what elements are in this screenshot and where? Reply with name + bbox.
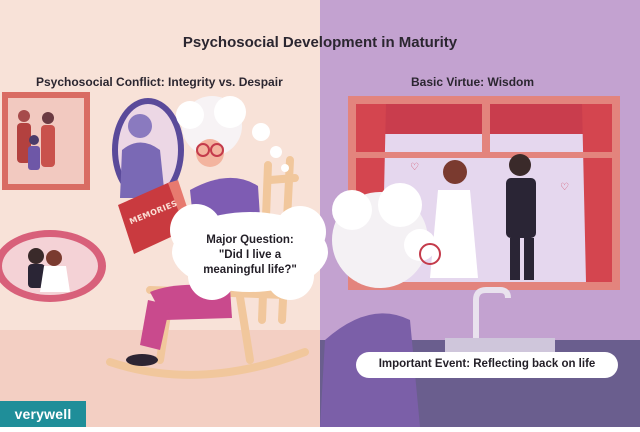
family-portrait bbox=[2, 92, 90, 190]
svg-text:♡: ♡ bbox=[410, 162, 419, 173]
event-label-background bbox=[356, 352, 618, 378]
sink-faucet bbox=[445, 287, 555, 356]
oval-wedding-photo bbox=[0, 230, 106, 302]
important-event-label: Important Event: Reflecting back on life bbox=[378, 358, 596, 370]
thought-bubble bbox=[170, 204, 328, 300]
mirror bbox=[112, 98, 184, 202]
bubble-line: Major Question: bbox=[206, 234, 294, 246]
basic-virtue-caption: Basic Virtue: Wisdom bbox=[411, 75, 535, 89]
bubble-line: "Did I live a bbox=[218, 249, 282, 261]
bubble-line: meaningful life?" bbox=[203, 264, 297, 276]
infographic-title: Psychosocial Development in Maturity bbox=[182, 34, 458, 51]
psychosocial-conflict-caption: Psychosocial Conflict: Integrity vs. Des… bbox=[36, 75, 283, 89]
major-question-text: Major Question: "Did I live a meaningful… bbox=[186, 233, 314, 278]
svg-text:♡: ♡ bbox=[560, 182, 569, 193]
verywell-logo: verywell bbox=[0, 401, 86, 427]
